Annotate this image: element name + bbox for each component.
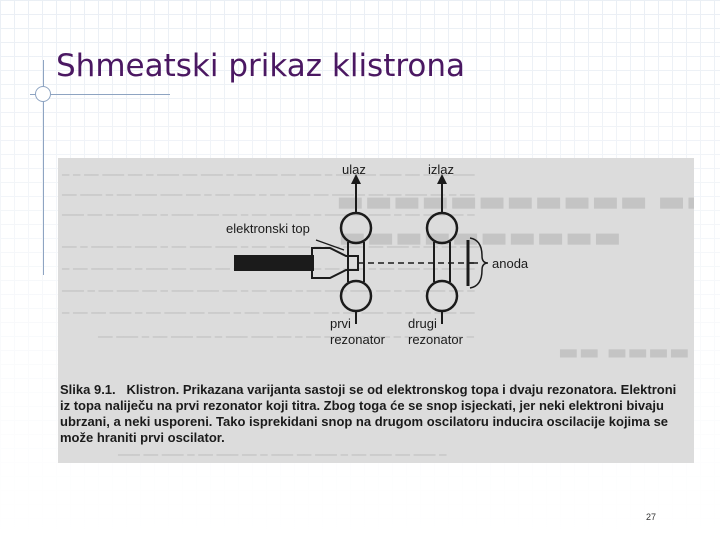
gun-label-leader xyxy=(315,239,345,251)
label-elektronski-top: elektronski top xyxy=(226,221,310,236)
bleed-through-texture: ─── ── ─── ─ ── ─── ── ─ ─── ── ─── ─ ──… xyxy=(118,448,447,462)
first-resonator-bottom-cavity xyxy=(339,279,373,313)
figure-caption: Slika 9.1. Klistron. Prikazana varijanta… xyxy=(60,382,688,446)
bleed-through-texture: ── ─── ─ ── ─── ── ─ ─── ─── ── ─ ── ───… xyxy=(98,330,474,344)
label-anoda: anoda xyxy=(492,256,529,271)
caption-text: Klistron. Prikazana varijanta sastoji se… xyxy=(60,382,677,445)
electron-gun-nozzle xyxy=(311,247,359,279)
label-prvi-rezonator: rezonator xyxy=(330,332,386,347)
bleed-through-texture: ─── ── ─ ─── ── ─ ─── ─── ── ─ ── ─── ──… xyxy=(62,208,475,222)
anode-brace xyxy=(469,237,489,289)
input-arrow xyxy=(351,174,361,184)
bleed-through-texture: ─ ─ ── ─── ── ─ ─── ── ─── ─ ── ─── ── ─… xyxy=(62,168,475,182)
second-resonator-bottom-cavity xyxy=(425,279,459,313)
bleed-through-texture: ── ─ ─── ── ─── ─ ── ─── ─── ─ ── ── ───… xyxy=(62,240,482,254)
decorative-circle xyxy=(35,86,51,102)
slide-title: Shmeatski prikaz klistrona xyxy=(56,48,466,84)
bleed-through-texture: ── ─── ─ ── ─── ─── ── ─ ── ─── ─ ── ───… xyxy=(62,188,475,202)
scanned-figure: ─ ─ ── ─── ── ─ ─── ── ─── ─ ── ─── ── ─… xyxy=(58,158,694,463)
label-izlaz: izlaz xyxy=(428,162,454,177)
label-ulaz: ulaz xyxy=(342,162,366,177)
output-arrow xyxy=(437,174,447,184)
first-resonator-top-cavity xyxy=(339,211,373,245)
label-prvi: prvi xyxy=(330,316,351,331)
bleed-through-texture: ─ ── ── ─── ─ ── ─── ── ─── ─ ── ─── ───… xyxy=(62,306,475,320)
second-resonator-top-cavity xyxy=(425,211,459,245)
electron-gun-body xyxy=(234,255,314,271)
label-drugi: drugi xyxy=(408,316,437,331)
klystron-diagram: ulaz izlaz elektronski top anoda prvi re… xyxy=(226,162,529,347)
caption-label: Slika 9.1. xyxy=(60,382,116,397)
decorative-horizontal-line xyxy=(30,94,170,95)
page-number: 27 xyxy=(646,512,657,522)
decorative-vertical-line xyxy=(43,60,44,275)
label-drugi-rezonator: rezonator xyxy=(408,332,464,347)
